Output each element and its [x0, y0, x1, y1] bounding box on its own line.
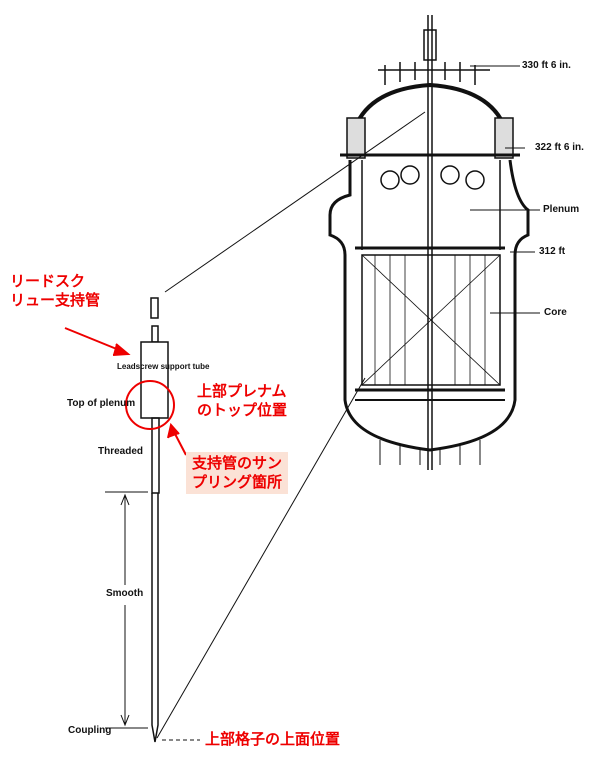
core-label: Core — [544, 307, 567, 318]
annotation-leadscrew-tube: リードスク リュー支持管 — [10, 272, 100, 310]
annotation-plenum-top: 上部プレナム のトップ位置 — [197, 382, 287, 420]
sampling-circle — [125, 380, 175, 430]
vessel-head — [348, 82, 512, 151]
annotation-line: 支持管のサン — [192, 454, 283, 472]
red-annotations — [64, 327, 187, 456]
elevation-330-label: 330 ft 6 in. — [522, 60, 571, 71]
crdm-studs — [378, 62, 490, 85]
core-region — [361, 254, 501, 386]
vessel-body — [328, 159, 530, 452]
annotation-line: リードスク — [10, 272, 86, 290]
bottom-nozzles — [379, 440, 481, 465]
threaded-section — [151, 417, 160, 494]
support-tube — [140, 341, 169, 419]
annotation-line: 上部プレナム — [197, 382, 287, 400]
annotation-line: のトップ位置 — [197, 401, 288, 419]
elevation-312-label: 312 ft — [539, 246, 566, 257]
coupling-label: Coupling — [68, 725, 112, 736]
annotation-line: リュー支持管 — [10, 291, 101, 309]
top-of-plenum-label: Top of plenum — [67, 398, 136, 409]
support-tube-label: Leadscrew support tube — [117, 362, 210, 371]
plenum-label: Plenum — [543, 204, 580, 215]
smooth-section — [151, 493, 159, 743]
threaded-label: Threaded — [98, 446, 144, 457]
annotation-upper-grid: 上部格子の上面位置 — [205, 730, 341, 748]
leadscrew-top — [150, 297, 159, 319]
elevation-322-label: 322 ft 6 in. — [535, 142, 584, 153]
annotation-sampling-location: 支持管のサン プリング箇所 — [186, 452, 289, 494]
annotation-line: プリング箇所 — [192, 473, 283, 491]
smooth-label: Smooth — [106, 588, 144, 599]
